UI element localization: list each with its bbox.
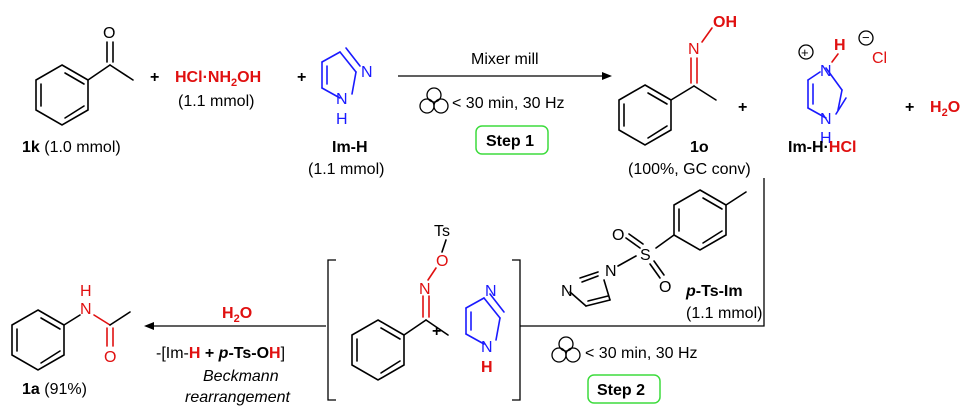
sulfonyl-o2: O — [659, 279, 671, 296]
sulfonyl-s: S — [640, 247, 651, 264]
sulfonyl-o1: O — [612, 227, 624, 244]
imidazole-imh-structure: N N H — [321, 47, 373, 128]
beckmann-text-1: Beckmann — [203, 368, 279, 385]
imh-amount: (1.1 mmol) — [308, 161, 384, 178]
product-1o-label: 1o — [690, 139, 709, 156]
imidazolium-chloride-structure: N N H H + − Cl — [798, 30, 887, 147]
tosylate-ts: Ts — [434, 223, 450, 240]
product-1a-label: 1a (91%) — [22, 381, 87, 398]
tosylate-n: N — [419, 281, 431, 298]
right-bracket — [512, 259, 521, 401]
amide-n: N — [80, 301, 92, 318]
chloride-ion: Cl — [872, 50, 887, 67]
step1-arrowhead — [602, 72, 612, 80]
ball-mill-icon-1 — [419, 87, 449, 114]
product-1o-note: (100%, GC conv) — [628, 161, 751, 178]
step1-arrow-top-text: Mixer mill — [471, 51, 539, 68]
water-reagent: H2O — [222, 305, 252, 325]
plus-sign-1: + — [150, 69, 159, 86]
beckmann-text-2: rearrangement — [185, 389, 291, 406]
byproduct-text: -[Im-H + p-Ts-OH] — [156, 345, 285, 362]
imidazole-h: H — [336, 111, 348, 128]
imidazolium-h-bottom: H — [820, 130, 832, 147]
hydroxylamine-amount: (1.1 mmol) — [178, 93, 254, 110]
step1-box — [475, 125, 549, 155]
tosyl-imidazole-n1: N — [605, 263, 617, 280]
beckmann-arrowhead — [144, 322, 154, 330]
carbonyl-oxygen: O — [103, 25, 115, 42]
tosyl-imidazole-structure: S O O N N — [561, 189, 747, 307]
tosylate-o: O — [436, 253, 448, 270]
imidazolium-h-red: H — [834, 37, 846, 54]
left-bracket — [327, 259, 336, 401]
negative-charge-icon — [858, 30, 874, 46]
ball-mill-icon-2 — [551, 336, 581, 363]
compound-1k-label: 1k (1.0 mmol) — [22, 139, 121, 156]
imidazole-nh: N — [336, 91, 348, 108]
tosyl-imidazole-n3: N — [561, 283, 573, 300]
imidazolium-n-plus: N — [820, 63, 832, 80]
step2-conditions: < 30 min, 30 Hz — [585, 345, 698, 362]
plus-sign-2: + — [297, 69, 306, 86]
imh-label: Im-H — [332, 139, 368, 156]
amide-o: O — [104, 349, 116, 366]
positive-charge-icon — [798, 44, 814, 60]
oxime-1o-structure: N OH — [618, 14, 737, 146]
bracket-imidazole-h: H — [481, 359, 493, 376]
bracket-imidazole-structure: N N H — [465, 283, 505, 376]
imidazole-n: N — [361, 64, 373, 81]
oxime-n: N — [688, 41, 700, 58]
amide-h: H — [80, 283, 92, 300]
step2-label: Step 2 — [597, 382, 645, 399]
imhcl-label: Im-H·HCl — [788, 139, 856, 156]
plus-sign-3: + — [738, 99, 747, 116]
oxime-tosylate-structure: N O Ts — [351, 223, 450, 381]
positive-charge-symbol: + — [801, 45, 809, 60]
water-product: H2O — [930, 99, 960, 119]
step2-connector — [520, 178, 765, 327]
plus-sign-4: + — [905, 99, 914, 116]
oxime-oh: OH — [713, 14, 737, 31]
imidazolium-nh: N — [820, 111, 832, 128]
bracket-imidazole-n: N — [485, 283, 497, 300]
intermediate-plus: + — [432, 323, 441, 340]
step2-box — [587, 374, 661, 404]
negative-charge-symbol: − — [862, 30, 870, 45]
hydroxylamine-hcl: HCl·NH2OH — [175, 69, 261, 89]
acetanilide-1a-structure: N H O — [11, 283, 131, 371]
bracket-imidazole-nh: N — [481, 339, 493, 356]
ptsim-label: p-Ts-Im — [685, 283, 743, 300]
ptsim-amount: (1.1 mmol) — [686, 305, 762, 322]
step1-label: Step 1 — [486, 133, 534, 150]
step1-conditions: < 30 min, 30 Hz — [452, 95, 565, 112]
acetophenone-1k-structure: O — [35, 25, 134, 126]
